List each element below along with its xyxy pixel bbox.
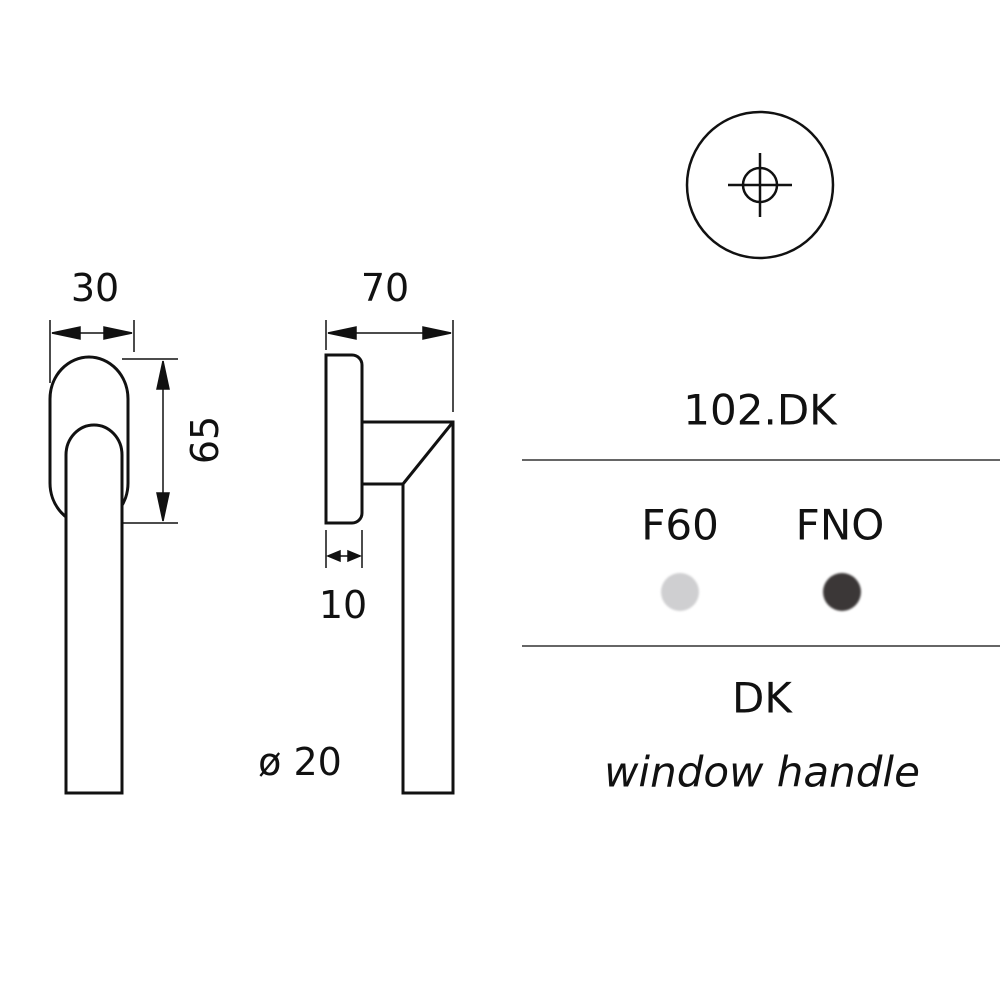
height-dimension-label: 65 [183,415,227,465]
finish-swatch-fno [823,573,861,611]
width-dimension-label: 30 [70,266,120,310]
side-view [324,353,455,795]
dimension-lines-front [49,320,178,524]
rose-thickness-label: 10 [318,583,368,627]
projection-dimension-label: 70 [360,266,410,310]
finish-swatch-f60 [661,573,699,611]
product-code: 102.DK [683,385,837,435]
dimension-lines-side [325,320,454,568]
front-view [48,355,130,795]
side-handle [362,420,455,795]
finish-label-f60: F60 [641,500,719,550]
product-description: window handle [604,747,920,797]
rosette-top-view [685,110,835,260]
finish-label-fno: FNO [795,500,885,550]
diameter-label: ø 20 [258,740,342,784]
side-rosette [324,353,364,525]
front-handle-bar [64,423,124,795]
product-type: DK [732,673,792,723]
dividers [522,459,1000,647]
